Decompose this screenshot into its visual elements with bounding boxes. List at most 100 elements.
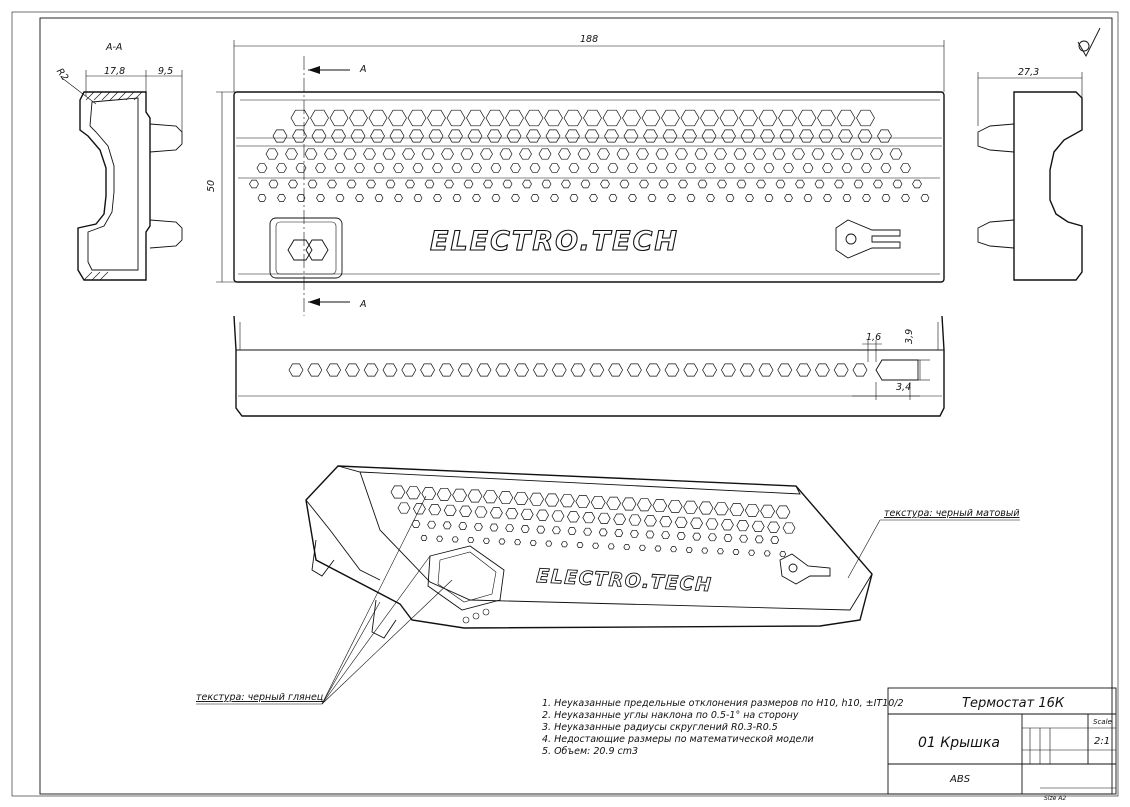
grille-hex bbox=[350, 129, 366, 143]
grille-hex bbox=[265, 148, 279, 160]
grille-hex bbox=[622, 109, 641, 127]
iso-hex bbox=[643, 515, 657, 527]
scale-label: Scale bbox=[1093, 718, 1112, 726]
grille-hex bbox=[870, 148, 883, 160]
iso-hex bbox=[770, 536, 780, 544]
grille-hex bbox=[491, 194, 501, 202]
grille-hex bbox=[549, 163, 560, 173]
iso-hex bbox=[452, 488, 468, 502]
slot-hex bbox=[664, 363, 680, 377]
iso-hex bbox=[629, 529, 639, 538]
iso-hex bbox=[674, 516, 688, 528]
slot-hex bbox=[570, 363, 586, 377]
material: ABS bbox=[949, 774, 971, 785]
grille-hex bbox=[667, 194, 676, 202]
grille-hex bbox=[257, 194, 267, 202]
grille-hex bbox=[697, 179, 708, 189]
grille-hex bbox=[268, 179, 279, 189]
iso-hex bbox=[683, 500, 699, 514]
grille-hex bbox=[892, 179, 903, 189]
grille-hex bbox=[779, 129, 795, 143]
iso-hex bbox=[621, 497, 637, 511]
grille-hex bbox=[480, 148, 493, 160]
grille-hex bbox=[354, 163, 365, 173]
iso-hex bbox=[597, 512, 611, 524]
grille-hex bbox=[604, 129, 619, 143]
grille-hex bbox=[446, 109, 466, 127]
grille-hex bbox=[853, 179, 864, 189]
iso-hex bbox=[779, 551, 787, 558]
grille-hex bbox=[686, 194, 696, 202]
grille-hex bbox=[795, 179, 805, 189]
grille-hex bbox=[700, 109, 719, 127]
iso-hex bbox=[575, 495, 591, 509]
slot-hex bbox=[382, 363, 398, 377]
grille-hex bbox=[836, 109, 856, 127]
slot-hex bbox=[645, 363, 661, 377]
grille-hex bbox=[405, 179, 415, 189]
grille-hex bbox=[499, 148, 513, 160]
technical-notes: 1. Неуказанные предельные отклонения раз… bbox=[542, 698, 904, 757]
grille-hex bbox=[912, 179, 922, 189]
note-4: 4. Недостающие размеры по математической… bbox=[542, 734, 814, 745]
grille-hex bbox=[545, 129, 561, 143]
grille-hex bbox=[463, 179, 474, 189]
grille-hex bbox=[511, 194, 520, 202]
iso-hex bbox=[428, 504, 442, 516]
grille-hex bbox=[799, 129, 814, 143]
iso-hex bbox=[782, 522, 796, 534]
iso-hex bbox=[513, 491, 529, 505]
iso-hex bbox=[544, 493, 560, 507]
grille-hex bbox=[327, 179, 337, 189]
grille-hex bbox=[412, 163, 424, 173]
slot-hex bbox=[476, 363, 492, 377]
grille-hex bbox=[472, 194, 481, 202]
grille-hex bbox=[373, 163, 385, 173]
iso-hex bbox=[713, 502, 729, 516]
slot-hex bbox=[777, 363, 793, 377]
grille-hex bbox=[814, 179, 825, 189]
iso-hex bbox=[670, 546, 678, 553]
grille-hex bbox=[561, 179, 571, 189]
grille-hex bbox=[831, 148, 844, 160]
cut-marker-bottom: A bbox=[359, 299, 367, 310]
grille-hex bbox=[393, 163, 404, 173]
grille-hex bbox=[460, 148, 474, 160]
iso-hex bbox=[628, 514, 642, 526]
grille-hex bbox=[407, 109, 427, 127]
iso-hex bbox=[421, 487, 437, 501]
iso-hex bbox=[427, 520, 437, 529]
iso-hex bbox=[763, 550, 771, 557]
grille-hex bbox=[842, 194, 852, 202]
dim-slot-gap: 1,6 bbox=[866, 332, 881, 343]
iso-hex bbox=[529, 492, 545, 506]
grille-hex bbox=[577, 148, 591, 160]
cut-marker-top: A bbox=[359, 64, 367, 75]
iso-hex bbox=[748, 549, 756, 556]
iso-key-icon bbox=[779, 553, 831, 585]
grille-hex bbox=[382, 148, 396, 160]
sheet-size: Size A2 bbox=[1044, 795, 1066, 802]
grille-hex bbox=[355, 194, 364, 202]
leader-lines bbox=[196, 495, 1020, 705]
iso-hex bbox=[767, 521, 781, 533]
grille-hex bbox=[740, 129, 756, 143]
grille-hex bbox=[448, 129, 463, 143]
iso-hex bbox=[590, 495, 606, 509]
title-block: Термостат 16К 01 Крышка ABS Scale 2:1 Si… bbox=[887, 687, 1117, 802]
slot-hex bbox=[758, 363, 774, 377]
outer-frame bbox=[11, 11, 1119, 797]
grille-hex bbox=[783, 163, 794, 173]
iso-hex bbox=[614, 529, 624, 537]
grille-hex bbox=[733, 148, 747, 160]
grille-hex bbox=[636, 148, 649, 160]
dim-slot-height: 3,9 bbox=[904, 329, 915, 344]
grille-hex bbox=[296, 194, 306, 202]
logo-text: ELECTRO.TECH bbox=[430, 226, 679, 257]
dim-height: 50 bbox=[206, 180, 217, 192]
grille-hex bbox=[818, 129, 834, 143]
iso-hex bbox=[505, 508, 519, 520]
grille-hex bbox=[662, 129, 678, 143]
iso-hex bbox=[443, 504, 457, 516]
